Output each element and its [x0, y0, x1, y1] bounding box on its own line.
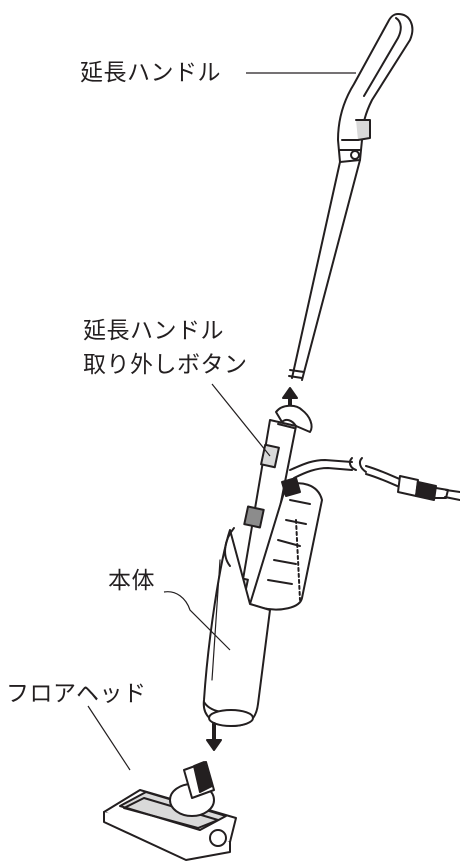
- insert-arrow-bottom: [206, 722, 222, 751]
- label-main-body: 本体: [108, 568, 155, 594]
- label-floor-head: フロアヘッド: [6, 681, 147, 707]
- label-extension-handle: 延長ハンドル: [80, 60, 221, 86]
- motor-housing: [249, 477, 323, 611]
- leader-release-button: [211, 383, 271, 457]
- dust-cylinder: [202, 527, 271, 727]
- leader-floor-head: [87, 705, 131, 771]
- floor-head: [103, 761, 237, 861]
- label-release-button-line1: 延長ハンドル: [83, 318, 224, 344]
- label-release-button-line2: 取り外しボタン: [83, 352, 248, 378]
- extension-pipe: [288, 159, 361, 381]
- power-cord: [289, 457, 460, 501]
- extension-handle-grip: [337, 13, 414, 163]
- leader-body: [163, 591, 231, 651]
